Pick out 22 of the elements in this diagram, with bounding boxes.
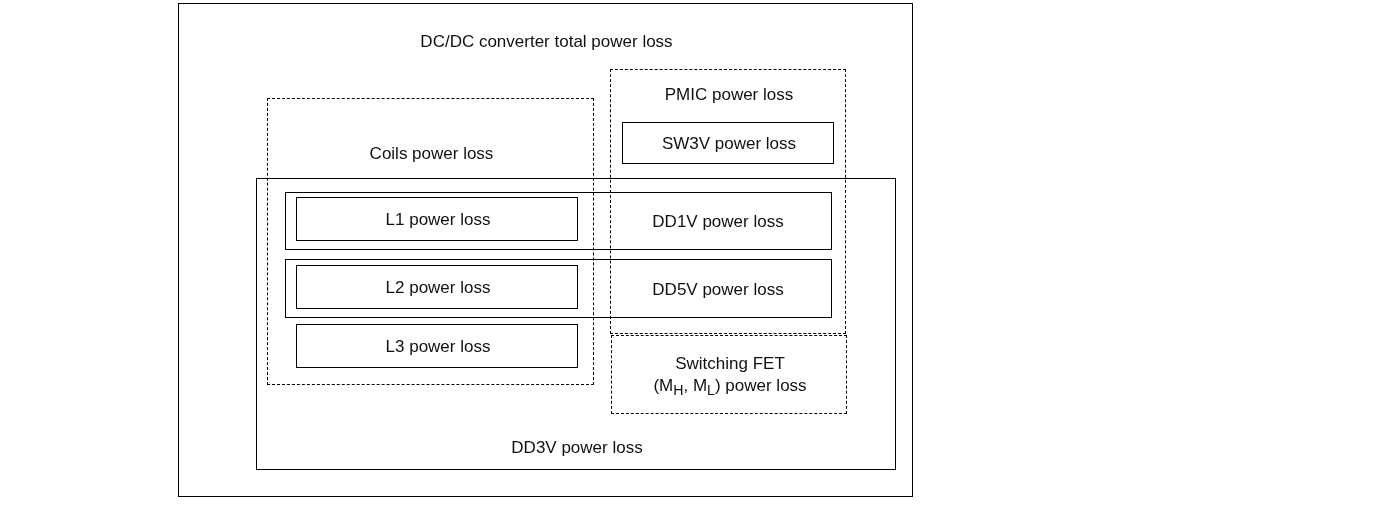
loss-box <box>256 178 896 470</box>
box-label: L2 power loss <box>384 277 492 299</box>
loss-box <box>296 197 578 241</box>
loss-row-box <box>285 259 832 318</box>
box-label: L1 power loss <box>384 209 492 231</box>
box-label: DD3V power loss <box>510 437 644 459</box>
dashed-group-box <box>610 69 846 334</box>
box-label: SW3V power loss <box>660 133 798 155</box>
loss-row-box <box>285 192 832 250</box>
box-label: DD1V power loss <box>651 211 785 233</box>
loss-box <box>296 265 578 309</box>
outer-box <box>178 3 913 497</box>
loss-box <box>296 324 578 368</box>
dashed-group-box <box>267 98 594 385</box>
loss-box <box>622 122 834 164</box>
box-label: DD5V power loss <box>651 279 785 301</box>
box-label: Switching FET (M$_{H}$, M$_{L}$) power loss <box>652 353 808 401</box>
box-label: DC/DC converter total power loss <box>419 31 674 53</box>
box-label: L3 power loss <box>384 336 492 358</box>
box-label: PMIC power loss <box>663 84 795 106</box>
dashed-group-box <box>611 335 847 414</box>
box-label: Coils power loss <box>368 143 495 165</box>
